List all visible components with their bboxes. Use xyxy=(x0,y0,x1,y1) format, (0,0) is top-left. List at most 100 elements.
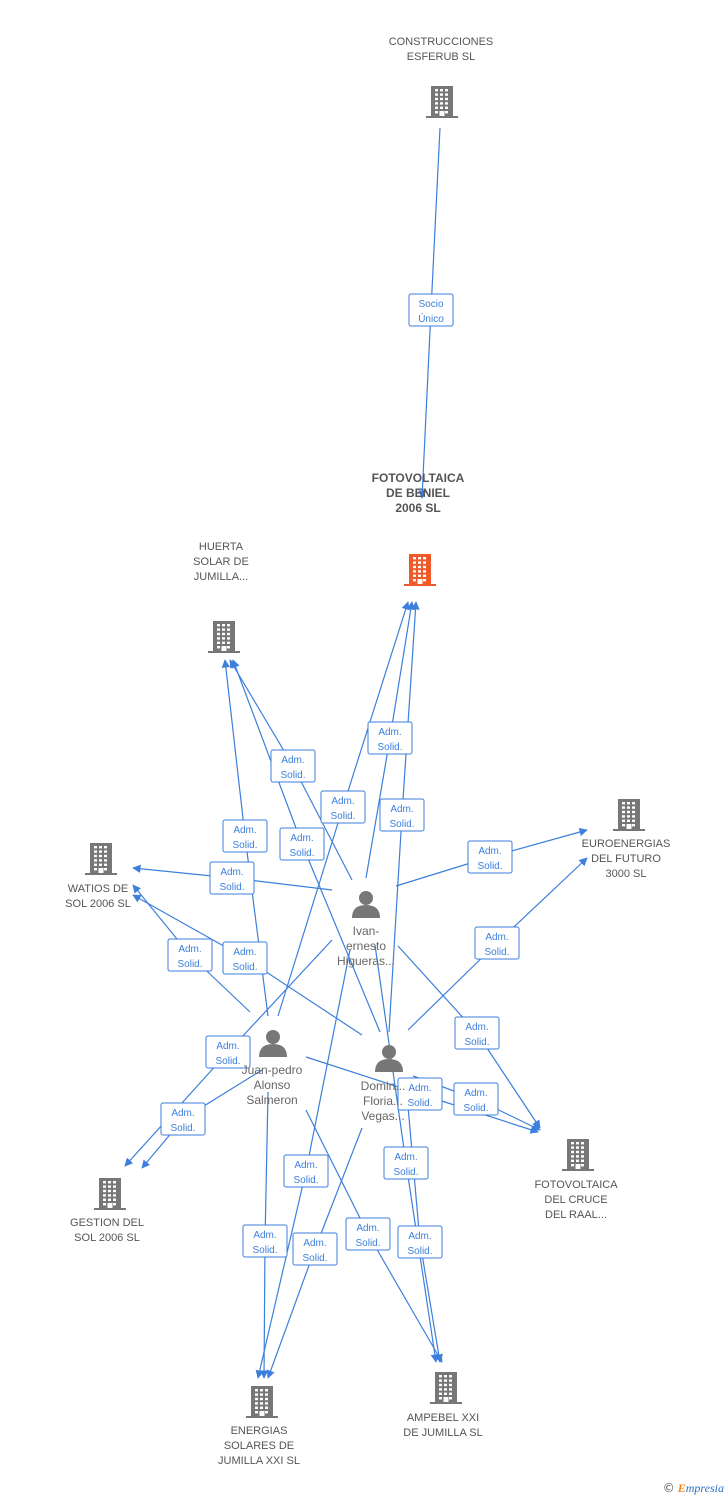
relation-badge-box xyxy=(383,1146,429,1180)
relation-badge-box xyxy=(205,1035,251,1069)
relation-badge[interactable]: Adm. Solid. xyxy=(279,827,325,861)
relation-badge-box xyxy=(397,1225,443,1259)
relation-badge-box xyxy=(292,1232,338,1266)
person-icon xyxy=(375,1045,403,1072)
relation-badge[interactable]: Adm.Solid. xyxy=(292,1232,338,1266)
relation-badge-text: Adm. xyxy=(294,1160,317,1171)
relation-badge-box xyxy=(397,1077,443,1111)
node-gestion[interactable]: GESTION DEL SOL 2006 SL xyxy=(70,1178,144,1244)
relation-badge-text: Adm. xyxy=(220,867,243,878)
node-label-ampebel: AMPEBEL XXI xyxy=(407,1412,479,1424)
relation-badge[interactable]: Adm. Solid. xyxy=(397,1077,443,1111)
node-label-fotovoltaica_cruce: FOTOVOLTAICA xyxy=(534,1179,618,1191)
relation-badge[interactable]: Adm.Solid. xyxy=(270,749,316,783)
relation-badge[interactable]: Adm.Solid. xyxy=(367,721,413,755)
relation-badge-text: Adm. xyxy=(303,1238,326,1249)
node-label-huerta: HUERTA xyxy=(199,541,244,553)
relation-badge-text: Adm. xyxy=(485,932,508,943)
relation-badge-text: Solid. xyxy=(377,742,402,753)
relation-badge-box xyxy=(270,749,316,783)
relation-badge-box xyxy=(160,1102,206,1136)
relation-badge[interactable]: Adm. Solid. xyxy=(283,1154,329,1188)
relation-badge-text: Solid. xyxy=(170,1123,195,1134)
node-label-ivan: Ivan- xyxy=(353,924,380,938)
relation-badge[interactable]: Adm.Solid. xyxy=(222,941,268,975)
relation-badge[interactable]: Adm. Solid. xyxy=(383,1146,429,1180)
relation-badge-text: Adm. xyxy=(331,796,354,807)
relation-badge-text: Adm. xyxy=(290,833,313,844)
node-label-huerta: JUMILLA... xyxy=(194,571,248,583)
node-label-energias: JUMILLA XXI SL xyxy=(218,1455,300,1467)
node-label-fotovoltaica_cruce: DEL RAAL... xyxy=(545,1209,607,1221)
relation-badge-text: Solid. xyxy=(330,811,355,822)
relation-badge-text: Solid. xyxy=(463,1103,488,1114)
relation-badge-text: Solid. xyxy=(219,882,244,893)
building-icon xyxy=(85,843,117,875)
relation-badge-text: Solid. xyxy=(289,848,314,859)
relation-badge[interactable]: Adm. Solid. xyxy=(474,926,520,960)
node-ivan[interactable]: Ivan-ernestoHigueras... xyxy=(337,891,395,968)
relation-badge-text: Solid. xyxy=(484,947,509,958)
relation-badge-text: Socio xyxy=(418,299,443,310)
relation-badge[interactable]: Adm.Solid. xyxy=(379,798,425,832)
relation-badge[interactable]: Adm.Solid. xyxy=(467,840,513,874)
relation-badge[interactable]: Adm.Solid. xyxy=(205,1035,251,1069)
building-icon xyxy=(246,1386,278,1418)
relation-badge-box xyxy=(345,1217,391,1251)
node-label-juan: Salmeron xyxy=(246,1093,297,1107)
relation-badge-box xyxy=(453,1082,499,1116)
node-label-domin: Floria... xyxy=(363,1094,403,1108)
building-icon xyxy=(208,621,240,653)
relation-badge-box xyxy=(242,1224,288,1258)
relation-badge-text: Solid. xyxy=(232,840,257,851)
node-label-gestion: SOL 2006 SL xyxy=(74,1232,140,1244)
relation-badge-text: Solid. xyxy=(407,1098,432,1109)
relation-badge-text: Adm. xyxy=(408,1083,431,1094)
node-label-domin: Vegas... xyxy=(361,1109,404,1123)
relation-badge-box xyxy=(279,827,325,861)
relation-badge[interactable]: Adm.Solid. xyxy=(167,938,213,972)
relation-badge-text: Solid. xyxy=(393,1167,418,1178)
node-label-construcciones: CONSTRUCCIONES xyxy=(389,36,494,48)
relation-badge[interactable]: Adm.Solid. xyxy=(242,1224,288,1258)
relation-badge[interactable]: Adm. Solid. xyxy=(453,1082,499,1116)
relation-badge-text: Adm. xyxy=(171,1108,194,1119)
relation-badge-text: Adm. xyxy=(478,846,501,857)
relation-badge-box xyxy=(222,941,268,975)
relation-badge-text: Solid. xyxy=(293,1175,318,1186)
relation-badge-text: Solid. xyxy=(252,1245,277,1256)
relation-badge[interactable]: Adm.Solid. xyxy=(454,1016,500,1050)
relation-badge-text: Solid. xyxy=(215,1056,240,1067)
relation-badge[interactable]: Adm.Solid. xyxy=(222,819,268,853)
building-icon xyxy=(562,1139,594,1171)
node-label-gestion: GESTION DEL xyxy=(70,1217,144,1229)
empresia-credit[interactable]: ©Empresia xyxy=(663,1481,724,1496)
relation-badge[interactable]: Adm. Solid. xyxy=(209,861,255,895)
building-icon xyxy=(430,1372,462,1404)
edges-layer xyxy=(124,127,588,1379)
relation-badge-text: Adm. xyxy=(394,1152,417,1163)
relation-badge-text: Adm. xyxy=(356,1223,379,1234)
node-domin[interactable]: Domin...Floria...Vegas... xyxy=(361,1045,406,1123)
relation-badge[interactable]: Adm. Solid. xyxy=(320,790,366,824)
relation-badge-text: Adm. xyxy=(464,1088,487,1099)
relation-badge-text: Adm. xyxy=(233,947,256,958)
relation-badge[interactable]: Adm.Solid. xyxy=(345,1217,391,1251)
node-label-watios: WATIOS DE xyxy=(68,883,129,895)
brand-initial: E xyxy=(677,1481,686,1495)
relation-badge[interactable]: Adm.Solid. xyxy=(397,1225,443,1259)
relation-badge[interactable]: Adm. Solid. xyxy=(160,1102,206,1136)
